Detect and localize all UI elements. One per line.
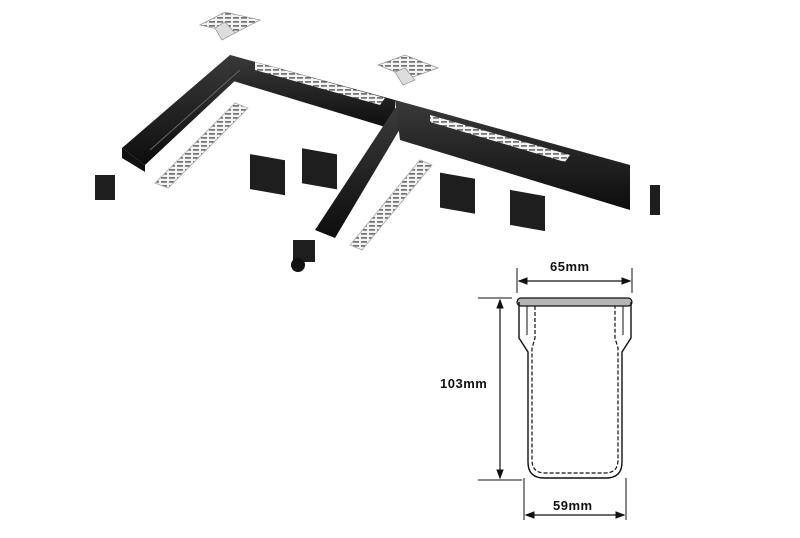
outlet-connector	[291, 240, 315, 272]
dimension-top-width: 65mm	[550, 259, 590, 274]
dimension-height: 103mm	[440, 376, 488, 391]
grate-left	[154, 102, 249, 189]
end-cap-right	[650, 185, 660, 215]
t-junction-grate-top-right	[376, 54, 440, 86]
dimension-bottom-width: 59mm	[553, 498, 593, 513]
channel-left-section	[122, 55, 395, 172]
cross-section-drawing	[478, 268, 633, 520]
grate-brackets	[250, 148, 545, 232]
channel-t-section	[315, 100, 630, 238]
t-junction-grate-top-left	[198, 11, 262, 41]
grate-right	[349, 159, 433, 251]
end-cap-left	[95, 175, 115, 200]
